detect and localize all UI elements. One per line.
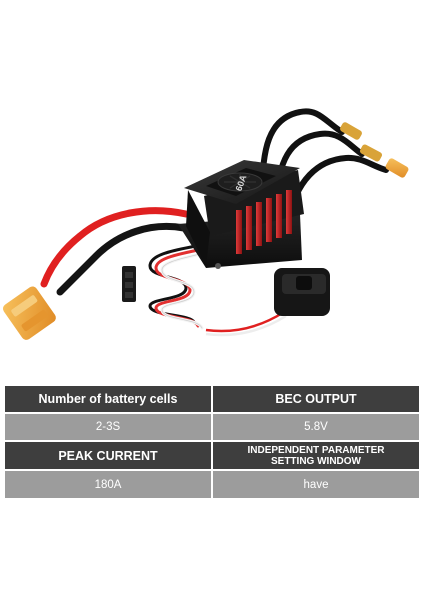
spec-header-peak-current: PEAK CURRENT — [5, 442, 211, 469]
spec-value-bec-output: 5.8V — [213, 414, 419, 440]
spec-value-battery-cells: 2-3S — [5, 414, 211, 440]
spec-header-bec-output: BEC OUTPUT — [213, 386, 419, 412]
spec-header-parameter-window-line1: INDEPENDENT PARAMETER — [247, 444, 385, 456]
bullet-connectors — [340, 122, 409, 178]
spec-header-parameter-window-line2: SETTING WINDOW — [270, 455, 361, 467]
receiver-lead — [148, 244, 204, 330]
spec-value-peak-current: 180A — [5, 471, 211, 498]
heat-fins — [236, 190, 292, 254]
esc-product-image: 60A — [2, 108, 409, 340]
fan: 60A — [206, 168, 276, 196]
spec-table: Number of battery cells BEC OUTPUT 2-3S … — [5, 386, 419, 498]
spec-value-parameter-window: have — [213, 471, 419, 498]
servo-plug — [122, 266, 136, 302]
esc-body: 60A — [178, 160, 304, 269]
spec-header-battery-cells: Number of battery cells — [5, 386, 211, 412]
switch-lead — [205, 310, 285, 333]
power-switch — [274, 268, 330, 316]
xt60-connector — [2, 286, 56, 340]
spec-header-parameter-window: INDEPENDENT PARAMETER SETTING WINDOW — [213, 442, 419, 469]
battery-wires — [40, 207, 190, 296]
